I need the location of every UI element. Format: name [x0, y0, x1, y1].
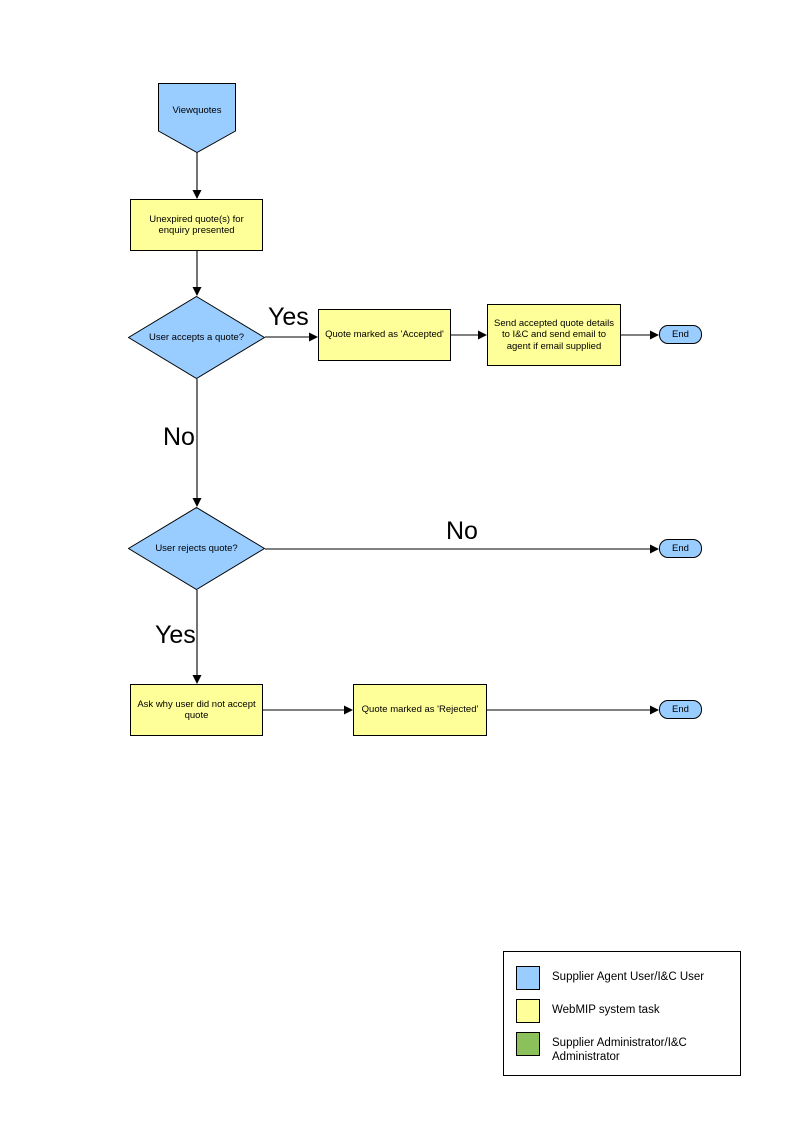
- node-end-rejected[interactable]: End: [659, 700, 702, 719]
- edge-label-yes-accept: Yes: [268, 303, 309, 331]
- node-marked-accepted-label: Quote marked as 'Accepted': [325, 329, 444, 341]
- legend-label-system: WebMIP system task: [552, 1004, 660, 1016]
- pentagon-shape: [158, 83, 236, 153]
- node-marked-rejected-label: Quote marked as 'Rejected': [361, 704, 479, 716]
- node-send-details-label: Send accepted quote details to I&C and s…: [494, 318, 614, 352]
- node-quote-marked-accepted[interactable]: Quote marked as 'Accepted': [318, 309, 451, 361]
- node-decision-user-rejects[interactable]: User rejects quote?: [128, 507, 265, 590]
- node-end-3-label: End: [672, 703, 689, 715]
- edge-label-yes-reject: Yes: [155, 621, 196, 649]
- node-end-1-label: End: [672, 328, 689, 340]
- edge-label-no-reject: No: [446, 517, 478, 545]
- node-unexpired-quotes[interactable]: Unexpired quote(s) for enquiry presented: [130, 199, 263, 251]
- diamond-shape: [128, 507, 265, 590]
- legend-panel: Supplier Agent User/I&C User WebMIP syst…: [503, 951, 741, 1076]
- diamond-shape: [128, 296, 265, 379]
- node-quote-marked-rejected[interactable]: Quote marked as 'Rejected': [353, 684, 487, 736]
- legend-label-actor: Supplier Agent User/I&C User: [552, 971, 705, 983]
- node-end-accepted[interactable]: End: [659, 325, 702, 344]
- node-end-no-reject[interactable]: End: [659, 539, 702, 558]
- node-decision-user-accepts[interactable]: User accepts a quote?: [128, 296, 265, 379]
- legend-swatch-yellow: [516, 999, 540, 1023]
- node-ask-why-label: Ask why user did not accept quote: [137, 698, 256, 721]
- legend-item-actor: Supplier Agent User/I&C User: [516, 966, 728, 990]
- legend-label-admin: Supplier Administrator/I&C Administrator: [552, 1037, 687, 1064]
- node-send-accepted-details[interactable]: Send accepted quote details to I&C and s…: [487, 304, 621, 366]
- legend-item-admin: Supplier Administrator/I&C Administrator: [516, 1032, 728, 1064]
- node-end-2-label: End: [672, 542, 689, 554]
- node-unexpired-label: Unexpired quote(s) for enquiry presented: [149, 213, 244, 236]
- node-ask-why-not-accepted[interactable]: Ask why user did not accept quote: [130, 684, 263, 736]
- legend-swatch-blue: [516, 966, 540, 990]
- legend-swatch-green: [516, 1032, 540, 1056]
- node-start-viewquotes[interactable]: Viewquotes: [158, 83, 236, 153]
- edge-label-no-accept: No: [163, 423, 195, 451]
- legend-item-system: WebMIP system task: [516, 999, 728, 1023]
